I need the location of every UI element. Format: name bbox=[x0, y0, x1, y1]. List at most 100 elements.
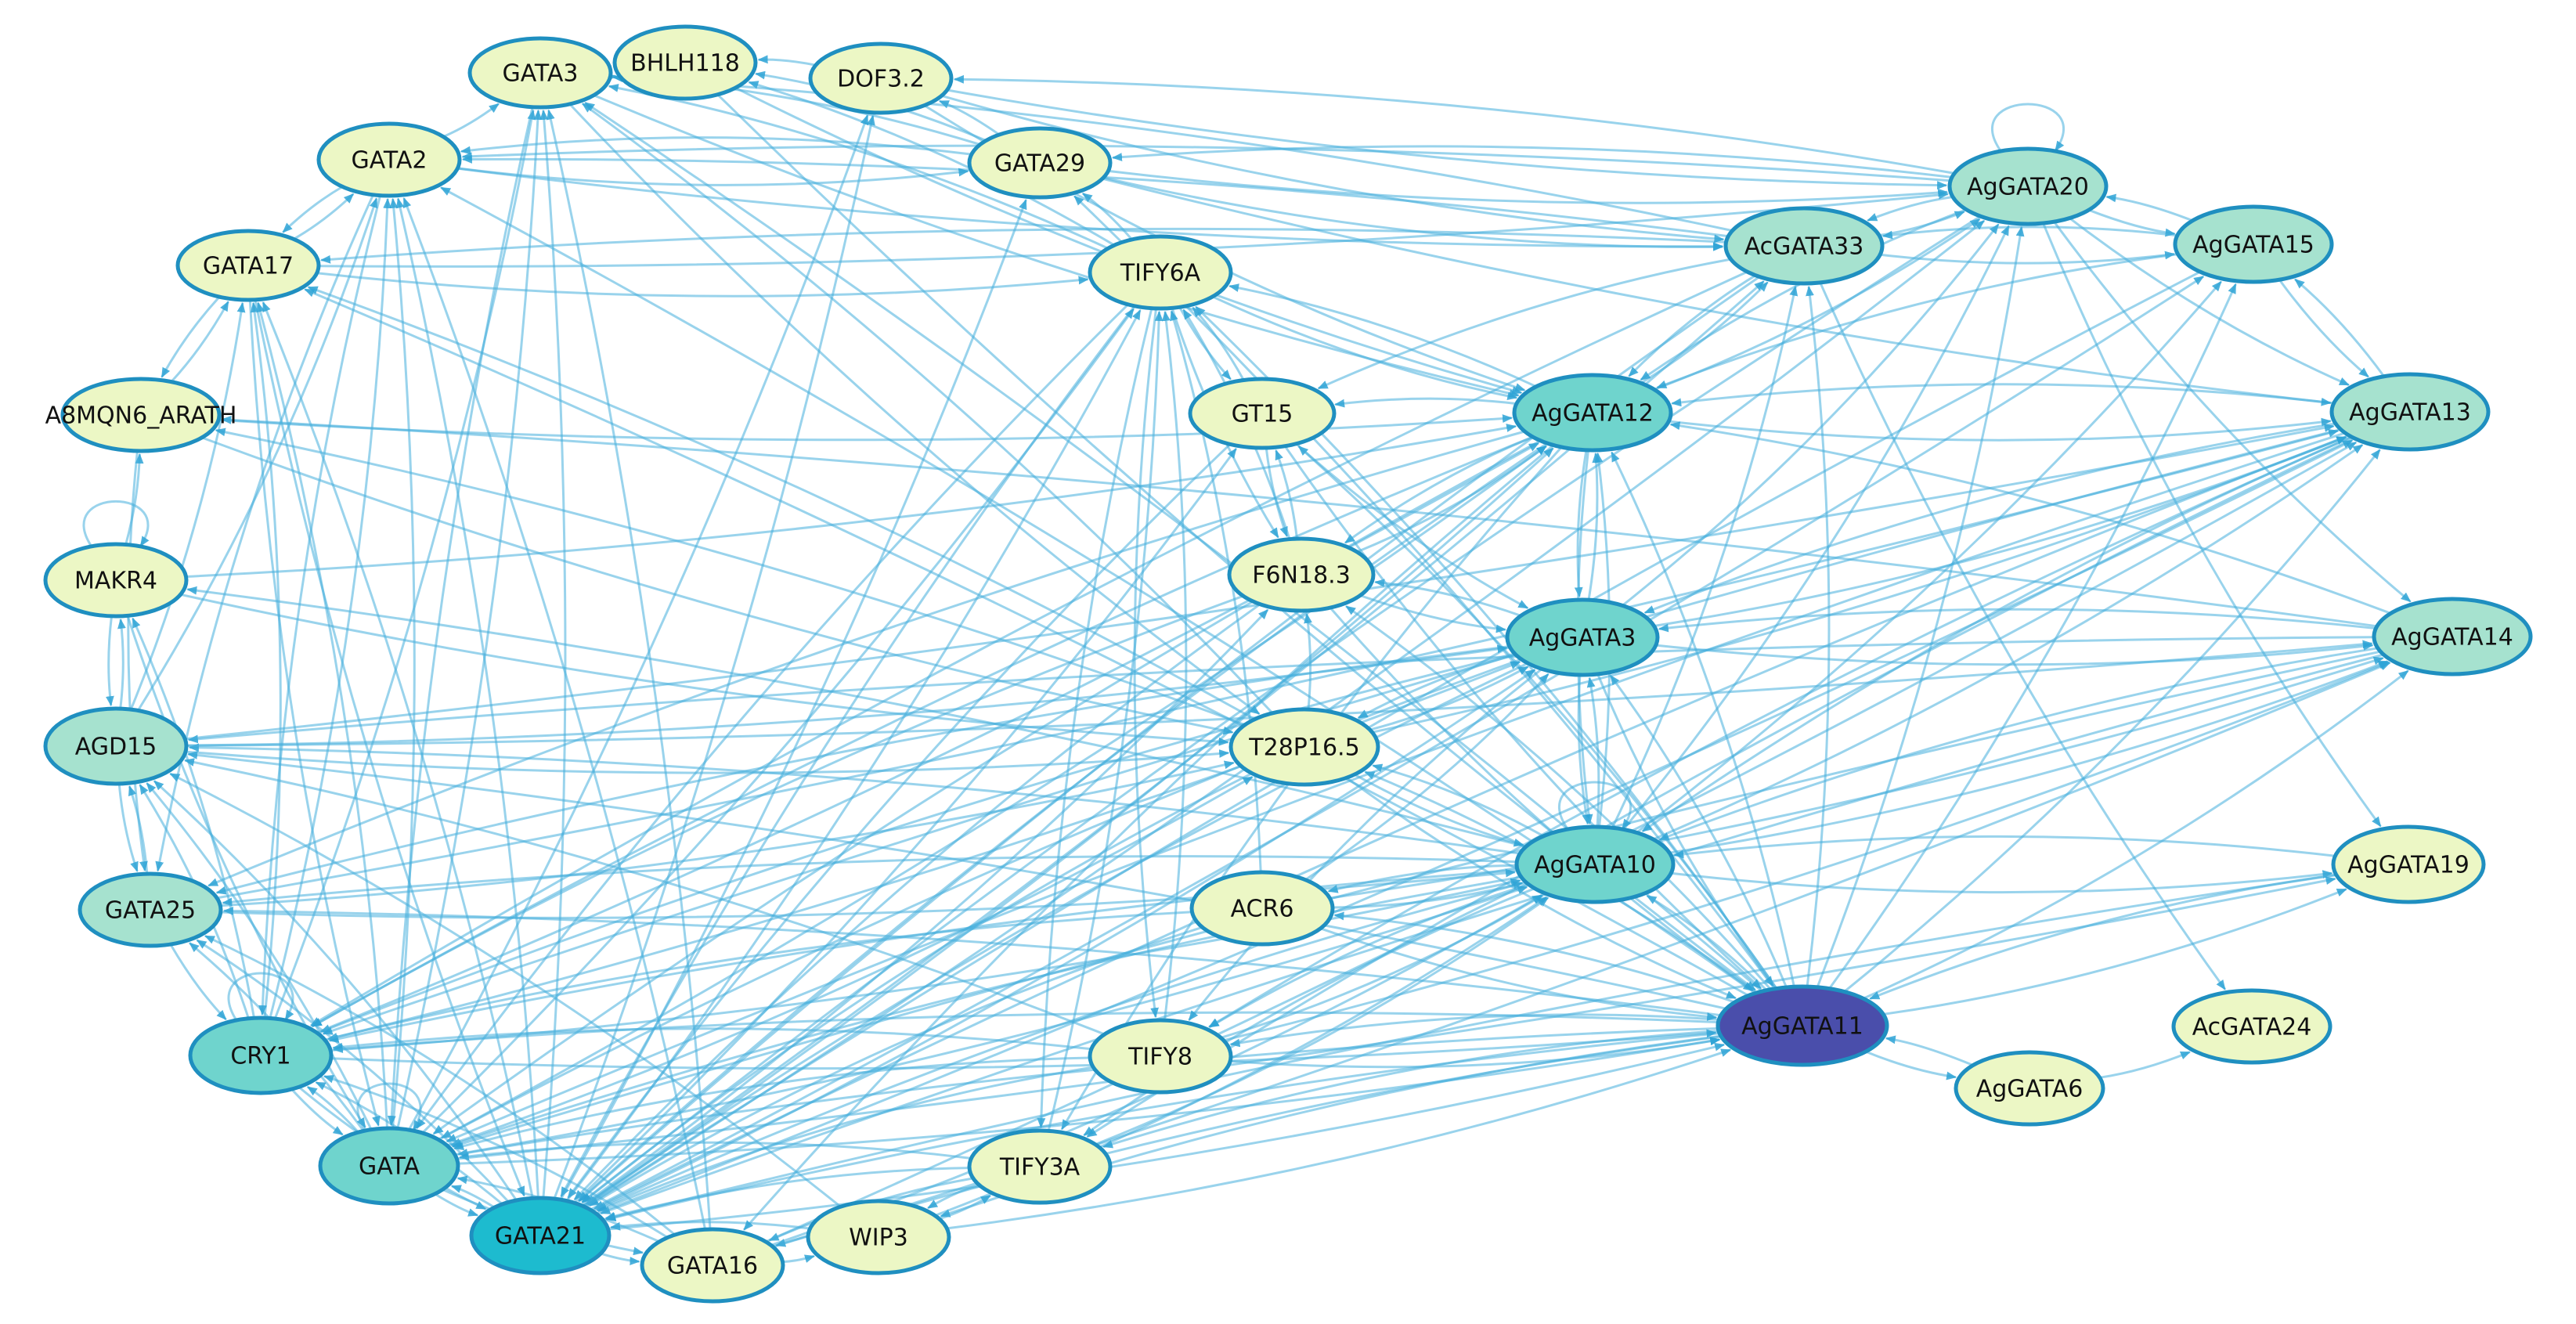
node-TIFY3A[interactable]: TIFY3A bbox=[967, 1128, 1113, 1205]
node-GATA21[interactable]: GATA21 bbox=[469, 1196, 612, 1275]
node-ellipse bbox=[1954, 1050, 2105, 1127]
edge-F6N18_3-to-AgGATA11 bbox=[1329, 607, 1754, 992]
node-ACR6[interactable]: ACR6 bbox=[1189, 870, 1335, 947]
node-GATA3[interactable]: GATA3 bbox=[467, 36, 613, 110]
edge-DOF3_2-to-AgGATA20 bbox=[947, 88, 1948, 189]
edge-AgGATA10-to-AgGATA20 bbox=[1622, 225, 2010, 831]
node-AGD15[interactable]: AGD15 bbox=[43, 706, 189, 786]
edge-AGD15-to-GATA17 bbox=[129, 301, 246, 710]
node-GATA17[interactable]: GATA17 bbox=[175, 229, 321, 302]
edge-TIFY8-to-CRY1 bbox=[332, 1027, 1092, 1052]
node-AgGATA20[interactable]: AgGATA20 bbox=[1947, 146, 2109, 226]
node-AgGATA11[interactable]: AgGATA11 bbox=[1716, 984, 1889, 1067]
node-ellipse bbox=[60, 377, 222, 453]
node-AcGATA33[interactable]: AcGATA33 bbox=[1723, 206, 1885, 286]
edge-GATA21-to-AgGATA13 bbox=[596, 439, 2354, 1215]
node-GATA29[interactable]: GATA29 bbox=[967, 126, 1113, 200]
edge-AcGATA33-to-AgGATA12 bbox=[1628, 274, 1756, 377]
node-WIP3[interactable]: WIP3 bbox=[806, 1199, 951, 1275]
edge-AGD15-to-GATA2 bbox=[137, 197, 378, 712]
edge-AgGATA12-to-GT15 bbox=[1334, 397, 1517, 408]
node-label: AgGATA3 bbox=[1529, 625, 1636, 652]
node-ellipse bbox=[2331, 824, 2486, 904]
edge-AgGATA10-to-MAKR4 bbox=[186, 586, 1527, 848]
node-label: AGD15 bbox=[75, 734, 157, 761]
edge-AgGATA11-to-AgGATA19 bbox=[1883, 888, 2347, 1016]
node-ellipse bbox=[967, 1128, 1113, 1205]
node-TIFY6A[interactable]: TIFY6A bbox=[1088, 234, 1233, 311]
node-label: TIFY8 bbox=[1127, 1044, 1192, 1071]
edge-F6N18_3-to-GT15 bbox=[1275, 449, 1298, 539]
node-AgGATA13[interactable]: AgGATA13 bbox=[2329, 372, 2491, 452]
edge-AgGATA13-to-AgGATA15 bbox=[2294, 278, 2386, 377]
edge-GATA-to-GATA2 bbox=[389, 197, 416, 1129]
edge-GATA21-to-TIFY6A bbox=[565, 309, 1142, 1202]
edge-CRY1-to-MAKR4 bbox=[132, 617, 255, 1019]
node-AgGATA15[interactable]: AgGATA15 bbox=[2173, 204, 2334, 284]
edge-AgGATA20-to-GATA29 bbox=[1112, 145, 1953, 179]
node-label: A8MQN6_ARATH bbox=[45, 402, 237, 430]
edge-GATA2-to-CRY1 bbox=[258, 195, 382, 1016]
edge-AgGATA15-to-AcGATA33 bbox=[1881, 225, 2177, 240]
node-A8MQN6_ARATH[interactable]: A8MQN6_ARATH bbox=[45, 377, 237, 453]
node-label: BHLH118 bbox=[630, 50, 740, 78]
edge-CRY1-to-GATA bbox=[290, 1088, 344, 1136]
node-MAKR4[interactable]: MAKR4 bbox=[43, 542, 189, 619]
node-GATA2[interactable]: GATA2 bbox=[316, 121, 462, 198]
node-AgGATA3[interactable]: AgGATA3 bbox=[1505, 597, 1660, 677]
node-AgGATA6[interactable]: AgGATA6 bbox=[1954, 1050, 2105, 1127]
edge-GATA-to-AgGATA10 bbox=[454, 886, 1528, 1156]
edge-GATA-to-AgGATA19 bbox=[456, 876, 2336, 1160]
edge-GT15-to-AgGATA11 bbox=[1283, 445, 1762, 990]
edge-TIFY8-to-AgGATA11 bbox=[1229, 1037, 1721, 1069]
node-ellipse bbox=[2171, 988, 2332, 1065]
node-GATA25[interactable]: GATA25 bbox=[78, 871, 223, 948]
edge-GATA21-to-GATA2 bbox=[395, 197, 539, 1199]
edge-TIFY8-to-GATA21 bbox=[597, 1066, 1094, 1213]
node-GATA16[interactable]: GATA16 bbox=[640, 1227, 785, 1304]
node-label: AgGATA10 bbox=[1534, 852, 1656, 879]
edge-GATA-to-AGD15 bbox=[146, 782, 373, 1131]
node-DOF3_2[interactable]: DOF3.2 bbox=[808, 41, 954, 115]
edge-AgGATA15-to-AgGATA12 bbox=[1656, 253, 2178, 389]
edge-GATA17-to-GATA21 bbox=[254, 299, 525, 1197]
node-CRY1[interactable]: CRY1 bbox=[188, 1016, 334, 1095]
edge-TIFY6A-to-BHLH118 bbox=[748, 81, 1115, 247]
edge-AgGATA20-to-AgGATA15 bbox=[2088, 208, 2176, 237]
edge-AgGATA14-to-AgGATA10 bbox=[1658, 647, 2379, 841]
edge-AgGATA10-to-AcGATA33 bbox=[1611, 285, 1799, 828]
node-AcGATA24[interactable]: AcGATA24 bbox=[2171, 988, 2332, 1065]
node-ellipse bbox=[316, 121, 462, 198]
edge-GATA21-to-F6N18_3 bbox=[581, 608, 1269, 1207]
edge-GATA21-to-DOF3_2 bbox=[553, 114, 875, 1200]
edge-GATA-to-TIFY6A bbox=[421, 308, 1135, 1135]
edge-TIFY8-to-AgGATA14 bbox=[1223, 661, 2390, 1042]
node-BHLH118[interactable]: BHLH118 bbox=[612, 24, 758, 101]
node-ellipse bbox=[2329, 372, 2491, 452]
node-GT15[interactable]: GT15 bbox=[1188, 377, 1337, 450]
node-T28P16_5[interactable]: T28P16.5 bbox=[1228, 707, 1380, 787]
node-ellipse bbox=[78, 871, 223, 948]
node-TIFY8[interactable]: TIFY8 bbox=[1088, 1018, 1233, 1095]
node-label: GATA bbox=[359, 1153, 420, 1181]
edge-AcGATA33-to-GATA3 bbox=[612, 74, 1733, 233]
node-AgGATA12[interactable]: AgGATA12 bbox=[1512, 373, 1673, 453]
edge-GATA29-to-AgGATA20 bbox=[1108, 169, 1949, 204]
edge-AgGATA19-to-AgGATA10 bbox=[1673, 835, 2336, 859]
node-AgGATA19[interactable]: AgGATA19 bbox=[2331, 824, 2486, 904]
edge-AgGATA20-to-DOF3_2 bbox=[953, 74, 1955, 175]
edge-GATA16-to-GATA3 bbox=[547, 109, 712, 1230]
edge-GATA2-to-AcGATA33 bbox=[457, 167, 1724, 251]
node-ellipse bbox=[2372, 597, 2533, 676]
edge-AgGATA10-to-AgGATA19 bbox=[1671, 870, 2333, 894]
edge-GATA-to-DOF3_2 bbox=[407, 114, 869, 1131]
edge-AgGATA6-to-AgGATA11 bbox=[1885, 1035, 1974, 1066]
node-label: TIFY3A bbox=[999, 1154, 1081, 1181]
node-GATA[interactable]: GATA bbox=[318, 1126, 460, 1206]
node-AgGATA10[interactable]: AgGATA10 bbox=[1514, 824, 1676, 904]
node-ellipse bbox=[467, 36, 613, 110]
edge-AGD15-to-GATA25 bbox=[117, 783, 139, 872]
node-AgGATA14[interactable]: AgGATA14 bbox=[2372, 597, 2533, 676]
node-F6N18_3[interactable]: F6N18.3 bbox=[1227, 536, 1376, 613]
edge-A8MQN6_ARATH-to-T28P16_5 bbox=[201, 436, 1234, 735]
